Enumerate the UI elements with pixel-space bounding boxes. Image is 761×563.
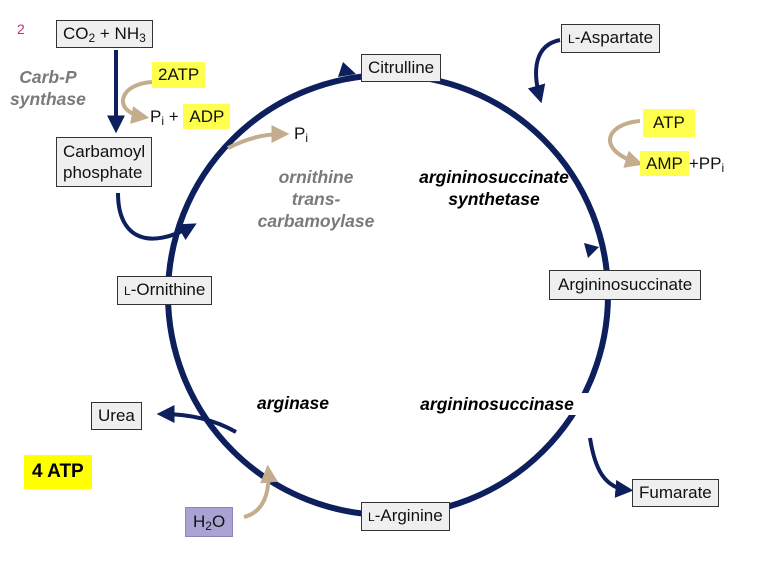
cycle-ring <box>165 72 611 518</box>
cycle-arrowhead-argininosuccinate <box>584 243 599 258</box>
water-box: H2O <box>185 507 234 537</box>
adp-label: ADP <box>183 104 231 129</box>
arginine-prefix: L <box>368 510 375 524</box>
ppi-subscript: i <box>721 161 725 175</box>
ass-line1: argininosuccinate <box>419 167 569 187</box>
two-atp-label: 2ATP <box>152 62 206 88</box>
water-h: H <box>193 512 206 531</box>
nh3-subscript: 3 <box>139 31 146 45</box>
carbamoyl-line1: Carbamoyl <box>63 142 146 161</box>
ass-line2: synthetase <box>448 189 540 209</box>
arrow-water-into-cycle <box>243 464 279 519</box>
enzyme-ornithine-transcarbamoylase: ornithine trans- carbamoylase <box>236 166 396 232</box>
arginine-name: -Arginine <box>374 506 443 525</box>
ppi-label: +PP <box>688 154 722 173</box>
otc-pi-sub: i <box>305 131 309 145</box>
aspartate-name: -Aspartate <box>574 28 654 47</box>
pi-adp-sub: i <box>161 114 165 128</box>
nh3-label: + NH <box>95 24 140 43</box>
arrow-carbamoyl-into-cycle <box>116 192 197 241</box>
otc-line3: carbamoylase <box>257 211 375 231</box>
carbamoyl-line2: phosphate <box>63 163 143 182</box>
water-sub: 2 <box>205 519 212 533</box>
pi-adp-plus: + <box>164 107 184 126</box>
argininosuccinate-box: Argininosuccinate <box>549 270 702 300</box>
fumarate-box: Fumarate <box>632 479 719 507</box>
co2-subscript: 2 <box>88 31 96 45</box>
enzyme-carb-p-synthase: Carb-P synthase <box>10 66 86 110</box>
carb-p-line2: synthase <box>10 89 86 109</box>
total-atp-badge: 4 ATP <box>24 455 92 489</box>
enzyme-arginase: arginase <box>238 392 348 414</box>
arrow-otc-pi <box>227 125 290 150</box>
arrow-atp-to-amp <box>608 119 644 168</box>
l-ornithine-box: L-Ornithine <box>117 276 213 305</box>
carb-p-line1: Carb-P <box>19 67 77 87</box>
slide-number: 2 <box>17 21 25 37</box>
arrow-to-fumarate <box>588 437 634 498</box>
otc-pi-p: P <box>294 124 306 143</box>
pi-adp-p: P <box>150 107 162 126</box>
atp-label: ATP <box>643 109 695 137</box>
arrow-2atp-to-pi-adp <box>121 80 153 124</box>
otc-pi-label: Pi <box>294 124 308 144</box>
cycle-arrowhead-citrulline <box>338 62 356 77</box>
aspartate-prefix: L <box>568 32 575 46</box>
amp-label: AMP <box>640 151 689 176</box>
enzyme-argininosuccinate-synthetase: argininosuccinate synthetase <box>394 166 594 210</box>
co2-label: CO <box>63 24 89 43</box>
urea-box: Urea <box>91 402 142 430</box>
pi-adp-label: Pi + ADP <box>150 104 231 130</box>
otc-line1: ornithine <box>278 167 354 187</box>
enzyme-argininosuccinase: argininosuccinase <box>392 393 602 415</box>
arrow-to-urea <box>156 405 237 434</box>
ornithine-name: -Ornithine <box>130 280 206 299</box>
l-arginine-box: L-Arginine <box>361 502 450 531</box>
citrulline-box: Citrulline <box>361 54 442 82</box>
ornithine-prefix: L <box>124 284 131 298</box>
l-aspartate-box: L-Aspartate <box>561 24 661 53</box>
water-o: O <box>211 512 226 531</box>
arrow-aspartate-into-cycle <box>527 38 561 104</box>
otc-line2: trans- <box>291 189 341 209</box>
carbamoyl-phosphate-box: Carbamoyl phosphate <box>56 137 153 187</box>
co2-nh3-box: CO2 + NH3 <box>56 20 153 48</box>
amp-ppi-label: AMP+PPi <box>640 151 724 177</box>
